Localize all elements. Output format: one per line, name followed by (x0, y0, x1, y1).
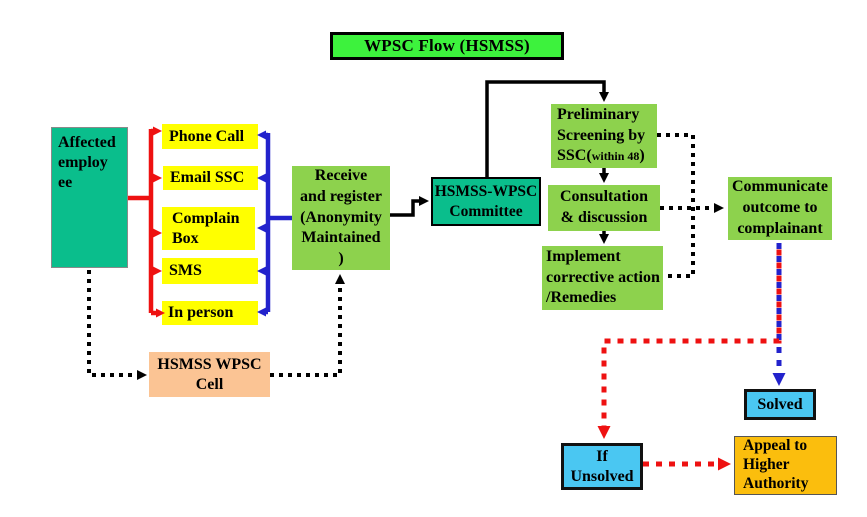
diagram-title-label: WPSC Flow (HSMSS) (364, 36, 530, 56)
node-hsmss-wpsc-committee: HSMSS-WPSC Committee (431, 177, 541, 226)
node-consultation-discussion: Consultation & discussion (548, 185, 660, 231)
diagram-title: WPSC Flow (HSMSS) (330, 32, 564, 60)
node-email-ssc: Email SSC (163, 166, 258, 190)
node-consultation-discussion-label: Consultation & discussion (559, 188, 649, 226)
node-receive-register: Receive and register (Anonymity Maintain… (292, 166, 390, 270)
node-email-ssc-label: Email SSC (170, 169, 245, 186)
node-if-unsolved-label: If Unsolved (570, 447, 634, 485)
node-sms-label: SMS (169, 262, 202, 279)
node-hsmss-wpsc-committee-label: HSMSS-WPSC Committee (434, 183, 538, 220)
node-in-person: In person (162, 301, 258, 325)
ssc-suffix: ) (639, 147, 645, 165)
node-preliminary-screening-line3: SSC(within 48) (557, 146, 645, 167)
node-hsmss-wpsc-cell: HSMSS WPSC Cell (149, 352, 270, 397)
node-communicate-outcome: Communicate outcome to complainant (728, 177, 832, 240)
ssc-prefix: SSC( (557, 147, 592, 165)
node-in-person-label: In person (168, 304, 234, 321)
arrows-affected-to-channels (128, 126, 165, 318)
node-appeal-higher-authority-label: Appeal to Higher Authority (743, 437, 809, 492)
node-solved-label: Solved (757, 395, 803, 413)
node-preliminary-screening: Preliminary Screening by SSC(within 48) (551, 104, 657, 168)
node-phone-call: Phone Call (162, 124, 258, 149)
node-if-unsolved: If Unsolved (561, 443, 643, 490)
node-sms: SMS (162, 258, 258, 284)
node-implement-corrective-action-label: Implement corrective action /Remedies (546, 247, 660, 307)
arrows-register-to-channels (257, 130, 292, 317)
node-communicate-outcome-label: Communicate outcome to complainant (732, 178, 828, 237)
node-phone-call-label: Phone Call (169, 127, 245, 145)
node-preliminary-screening-label: Preliminary Screening by (557, 105, 646, 144)
node-complain-box-label: Complain Box (172, 210, 240, 247)
node-complain-box: Complain Box (162, 207, 255, 250)
node-affected-employee-label: Affected employ ee (58, 134, 116, 191)
node-solved: Solved (744, 389, 816, 420)
within-48-note: within 48 (591, 149, 640, 164)
node-implement-corrective-action: Implement corrective action /Remedies (542, 246, 663, 310)
node-affected-employee: Affected employ ee (51, 127, 128, 268)
node-appeal-higher-authority: Appeal to Higher Authority (734, 436, 837, 495)
node-hsmss-wpsc-cell-label: HSMSS WPSC Cell (157, 355, 262, 393)
node-receive-register-label: Receive and register (Anonymity Maintain… (300, 167, 382, 268)
